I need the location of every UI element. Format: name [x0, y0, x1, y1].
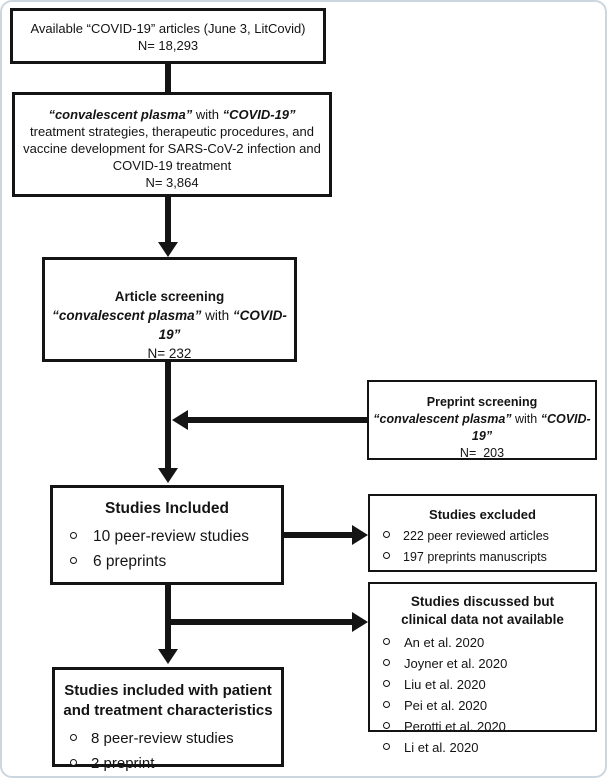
- connector-line: [165, 619, 353, 625]
- circle-bullet-icon: [383, 701, 390, 708]
- circle-bullet-icon: [383, 722, 390, 729]
- list-item: An et al. 2020: [383, 632, 595, 653]
- search-quote-1: “convalescent plasma”: [48, 107, 193, 122]
- connector-line: [187, 417, 367, 423]
- list-item: Liu et al. 2020: [383, 674, 595, 695]
- arrow-down-icon: [158, 468, 178, 483]
- bullet-label: 10 peer-review studies: [93, 528, 249, 545]
- studies-included-title: Studies Included: [104, 500, 229, 517]
- connector-line: [165, 362, 171, 469]
- list-item: 222 peer reviewed articles: [383, 526, 595, 547]
- article-screening-title: Article screening: [114, 289, 225, 304]
- circle-bullet-icon: [383, 638, 390, 645]
- bullet-label: 6 preprints: [93, 553, 167, 570]
- studies-excluded-list: 222 peer reviewed articles 197 preprints …: [370, 523, 595, 568]
- arrow-down-icon: [158, 649, 178, 664]
- bullet-label: An et al. 2020: [404, 635, 485, 650]
- circle-bullet-icon: [383, 659, 390, 666]
- studies-discussed-title-line1: Studies discussed but: [410, 594, 555, 609]
- bullet-label: Joyner et al. 2020: [404, 656, 508, 671]
- available-articles-text: Available “COVID-19” articles (June 3, L…: [30, 21, 306, 36]
- studies-excluded-title: Studies excluded: [429, 507, 536, 522]
- preprint-screening-count: N= 203: [459, 446, 505, 460]
- list-item: 10 peer-review studies: [70, 524, 281, 549]
- list-item: Joyner et al. 2020: [383, 653, 595, 674]
- connector-line: [165, 64, 171, 92]
- preprint-quote-2: “COVID-19”: [471, 412, 591, 443]
- preprint-screening-title: Preprint screening: [426, 395, 538, 409]
- available-articles-count: N= 18,293: [137, 38, 199, 53]
- box-search-terms: “convalescent plasma” with “COVID-19” tr…: [12, 92, 332, 197]
- article-quote-1: “convalescent plasma”: [52, 308, 202, 323]
- arrow-left-icon: [172, 410, 188, 430]
- preprint-screening-quote-line: “convalescent plasma” with “COVID-19”: [369, 411, 595, 445]
- search-quote-line: “convalescent plasma” with “COVID-19”: [15, 106, 329, 123]
- list-item: Pei et al. 2020: [383, 695, 595, 716]
- bullet-label: Liu et al. 2020: [404, 677, 486, 692]
- bullet-label: 197 preprints manuscripts: [403, 550, 547, 564]
- article-quote-2: “COVID-19”: [158, 308, 287, 342]
- box-preprint-screening: Preprint screening “convalescent plasma”…: [367, 380, 597, 460]
- arrow-right-icon: [352, 525, 368, 545]
- list-item: Perotti et al. 2020: [383, 716, 595, 737]
- bullet-label: Pei et al. 2020: [404, 698, 488, 713]
- circle-bullet-icon: [383, 531, 390, 538]
- circle-bullet-icon: [383, 552, 390, 559]
- search-text-line4: COVID-19 treatment: [112, 158, 232, 173]
- box-studies-discussed: Studies discussed but clinical data not …: [368, 582, 597, 755]
- bullet-label: Perotti et al. 2020: [404, 719, 506, 734]
- article-quote-connector: with: [201, 308, 233, 323]
- connector-line: [283, 532, 353, 538]
- bullet-label: Li et al. 2020: [404, 740, 479, 755]
- final-title-line2: and treatment characteristics: [63, 702, 273, 719]
- preprint-quote-connector: with: [511, 412, 541, 426]
- circle-bullet-icon: [70, 759, 77, 766]
- circle-bullet-icon: [70, 532, 77, 539]
- list-item: 6 preprints: [70, 549, 281, 574]
- list-item: 8 peer-review studies: [70, 726, 281, 751]
- final-list: 8 peer-review studies 2 preprint: [55, 721, 281, 776]
- final-title-line1: Studies included with patient: [64, 682, 272, 699]
- search-quote-2: “COVID-19”: [222, 107, 296, 122]
- list-item: Li et al. 2020: [383, 737, 595, 758]
- connector-line: [165, 585, 171, 650]
- search-text-line3: vaccine development for SARS-CoV-2 infec…: [23, 141, 321, 156]
- circle-bullet-icon: [70, 557, 77, 564]
- article-screening-quote-line: “convalescent plasma” with “COVID-19”: [45, 306, 294, 344]
- box-studies-with-characteristics: Studies included with patient and treatm…: [52, 667, 284, 772]
- circle-bullet-icon: [383, 680, 390, 687]
- search-count: N= 3,864: [145, 175, 199, 190]
- circle-bullet-icon: [70, 734, 77, 741]
- article-screening-count: N= 232: [147, 346, 192, 361]
- studies-discussed-title-line2: clinical data not available: [401, 612, 564, 627]
- bullet-label: 2 preprint: [91, 755, 155, 772]
- box-studies-excluded: Studies excluded 222 peer reviewed artic…: [368, 494, 597, 572]
- arrow-right-icon: [352, 612, 368, 632]
- studies-included-list: 10 peer-review studies 6 preprints: [53, 520, 281, 574]
- list-item: 197 preprints manuscripts: [383, 547, 595, 568]
- circle-bullet-icon: [383, 743, 390, 750]
- search-quote-connector: with: [192, 107, 223, 122]
- preprint-quote-1: “convalescent plasma”: [373, 412, 512, 426]
- box-studies-included: Studies Included 10 peer-review studies 6…: [50, 485, 284, 585]
- bullet-label: 8 peer-review studies: [91, 730, 234, 747]
- arrow-down-icon: [158, 242, 178, 257]
- connector-line: [165, 197, 171, 244]
- search-text-line2: treatment strategies, therapeutic proced…: [30, 124, 314, 139]
- box-article-screening: Article screening “convalescent plasma” …: [42, 257, 297, 362]
- bullet-label: 222 peer reviewed articles: [403, 529, 549, 543]
- list-item: 2 preprint: [70, 751, 281, 776]
- box-available-articles: Available “COVID-19” articles (June 3, L…: [10, 8, 326, 64]
